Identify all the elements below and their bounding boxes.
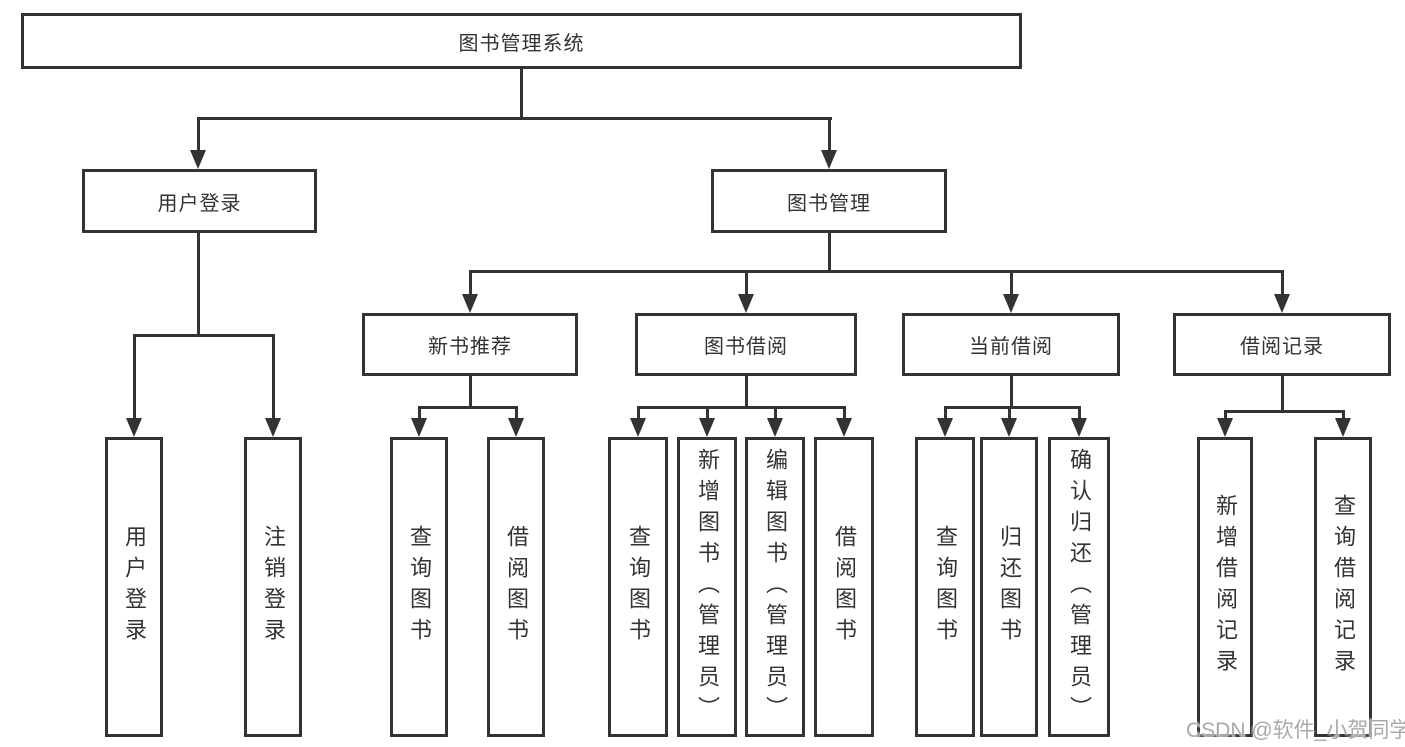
- node-book-management: 图书管理: [711, 169, 947, 233]
- node-book-borrow: 图书借阅: [635, 313, 857, 376]
- leaf-confirm-return-admin: 确认归还（管理员）: [1048, 437, 1110, 737]
- arrowhead-down-icon: [836, 418, 852, 437]
- connector-line: [637, 406, 846, 409]
- connector-line: [1010, 376, 1013, 408]
- arrowhead-down-icon: [937, 418, 953, 437]
- arrowhead-down-icon: [1217, 418, 1233, 437]
- connector-line: [197, 117, 200, 152]
- connector-line: [944, 406, 1081, 409]
- leaf-query-books-1: 查询图书: [390, 437, 448, 737]
- leaf-borrow-books-2: 借阅图书: [814, 437, 874, 737]
- arrowhead-down-icon: [821, 150, 837, 169]
- arrowhead-down-icon: [738, 294, 754, 313]
- leaf-return-books-label: 归还图书: [997, 525, 1022, 649]
- connector-line: [1224, 410, 1227, 421]
- arrowhead-down-icon: [767, 418, 783, 437]
- connector-line: [1281, 270, 1284, 297]
- connector-line: [1281, 376, 1284, 412]
- leaf-query-books-3: 查询图书: [915, 437, 975, 737]
- arrowhead-down-icon: [411, 418, 427, 437]
- leaf-logout: 注销登录: [244, 437, 302, 737]
- leaf-return-books: 归还图书: [980, 437, 1038, 737]
- node-current-borrow-label: 当前借阅: [969, 336, 1053, 358]
- arrowhead-down-icon: [699, 418, 715, 437]
- connector-line: [706, 406, 709, 421]
- connector-line: [843, 406, 846, 421]
- arrowhead-down-icon: [126, 418, 142, 437]
- node-book-management-label: 图书管理: [787, 192, 871, 215]
- connector-line: [515, 406, 518, 421]
- leaf-user-login: 用户登录: [105, 437, 163, 737]
- connector-line: [1342, 410, 1345, 421]
- arrowhead-down-icon: [1003, 294, 1019, 313]
- connector-line: [133, 334, 136, 420]
- connector-line: [828, 233, 831, 272]
- node-user-login-group-label: 用户登录: [157, 192, 242, 215]
- node-root: 图书管理系统: [21, 13, 1022, 69]
- node-borrow-records-label: 借阅记录: [1240, 336, 1324, 358]
- connector-line: [418, 406, 421, 421]
- connector-line: [1008, 406, 1011, 421]
- connector-line: [944, 406, 947, 421]
- arrowhead-down-icon: [1335, 418, 1351, 437]
- connector-line: [1010, 270, 1013, 297]
- leaf-query-books-2: 查询图书: [608, 437, 668, 737]
- connector-line: [520, 69, 523, 119]
- leaf-query-borrow-record-label: 查询借阅记录: [1331, 494, 1356, 680]
- node-borrow-records: 借阅记录: [1173, 313, 1391, 376]
- connector-line: [469, 270, 1283, 273]
- connector-line: [469, 376, 472, 408]
- node-current-borrow: 当前借阅: [902, 313, 1120, 376]
- connector-line: [272, 334, 275, 420]
- arrowhead-down-icon: [1071, 418, 1087, 437]
- node-new-book-recommend: 新书推荐: [362, 313, 578, 376]
- connector-line: [774, 406, 777, 421]
- connector-line: [133, 334, 274, 337]
- arrowhead-down-icon: [190, 150, 206, 169]
- connector-line: [418, 406, 518, 409]
- leaf-add-borrow-record-label: 新增借阅记录: [1213, 494, 1238, 680]
- connector-line: [745, 376, 748, 408]
- leaf-add-books-admin: 新增图书（管理员）: [677, 437, 737, 737]
- leaf-edit-books-admin: 编辑图书（管理员）: [745, 437, 805, 737]
- arrowhead-down-icon: [462, 294, 478, 313]
- connector-line: [637, 406, 640, 421]
- arrowhead-down-icon: [508, 418, 524, 437]
- connector-line: [1078, 406, 1081, 421]
- leaf-query-books-1-label: 查询图书: [407, 525, 432, 649]
- leaf-user-login-label: 用户登录: [122, 525, 147, 649]
- leaf-query-books-2-label: 查询图书: [626, 525, 651, 649]
- connector-line: [469, 270, 472, 297]
- connector-line: [828, 117, 831, 152]
- leaf-borrow-books-1: 借阅图书: [487, 437, 545, 737]
- leaf-logout-label: 注销登录: [261, 525, 286, 649]
- node-root-label: 图书管理系统: [458, 32, 585, 55]
- leaf-borrow-books-2-label: 借阅图书: [832, 525, 857, 649]
- leaf-borrow-books-1-label: 借阅图书: [504, 525, 529, 649]
- connector-line: [197, 117, 832, 120]
- leaf-add-borrow-record: 新增借阅记录: [1197, 437, 1253, 737]
- node-user-login-group: 用户登录: [82, 169, 317, 233]
- connector-line: [197, 233, 200, 336]
- leaf-query-books-3-label: 查询图书: [933, 525, 958, 649]
- node-new-book-recommend-label: 新书推荐: [428, 336, 512, 358]
- arrowhead-down-icon: [1001, 418, 1017, 437]
- arrowhead-down-icon: [630, 418, 646, 437]
- csdn-watermark: CSDN @软件_小贺同学: [1186, 719, 1405, 742]
- leaf-query-borrow-record: 查询借阅记录: [1314, 437, 1372, 737]
- arrowhead-down-icon: [265, 418, 281, 437]
- leaf-add-books-admin-label: 新增图书（管理员）: [695, 447, 720, 727]
- leaf-edit-books-admin-label: 编辑图书（管理员）: [763, 447, 788, 727]
- leaf-confirm-return-admin-label: 确认归还（管理员）: [1067, 447, 1092, 727]
- connector-line: [1224, 410, 1345, 413]
- node-book-borrow-label: 图书借阅: [704, 336, 788, 358]
- connector-line: [745, 270, 748, 297]
- arrowhead-down-icon: [1274, 294, 1290, 313]
